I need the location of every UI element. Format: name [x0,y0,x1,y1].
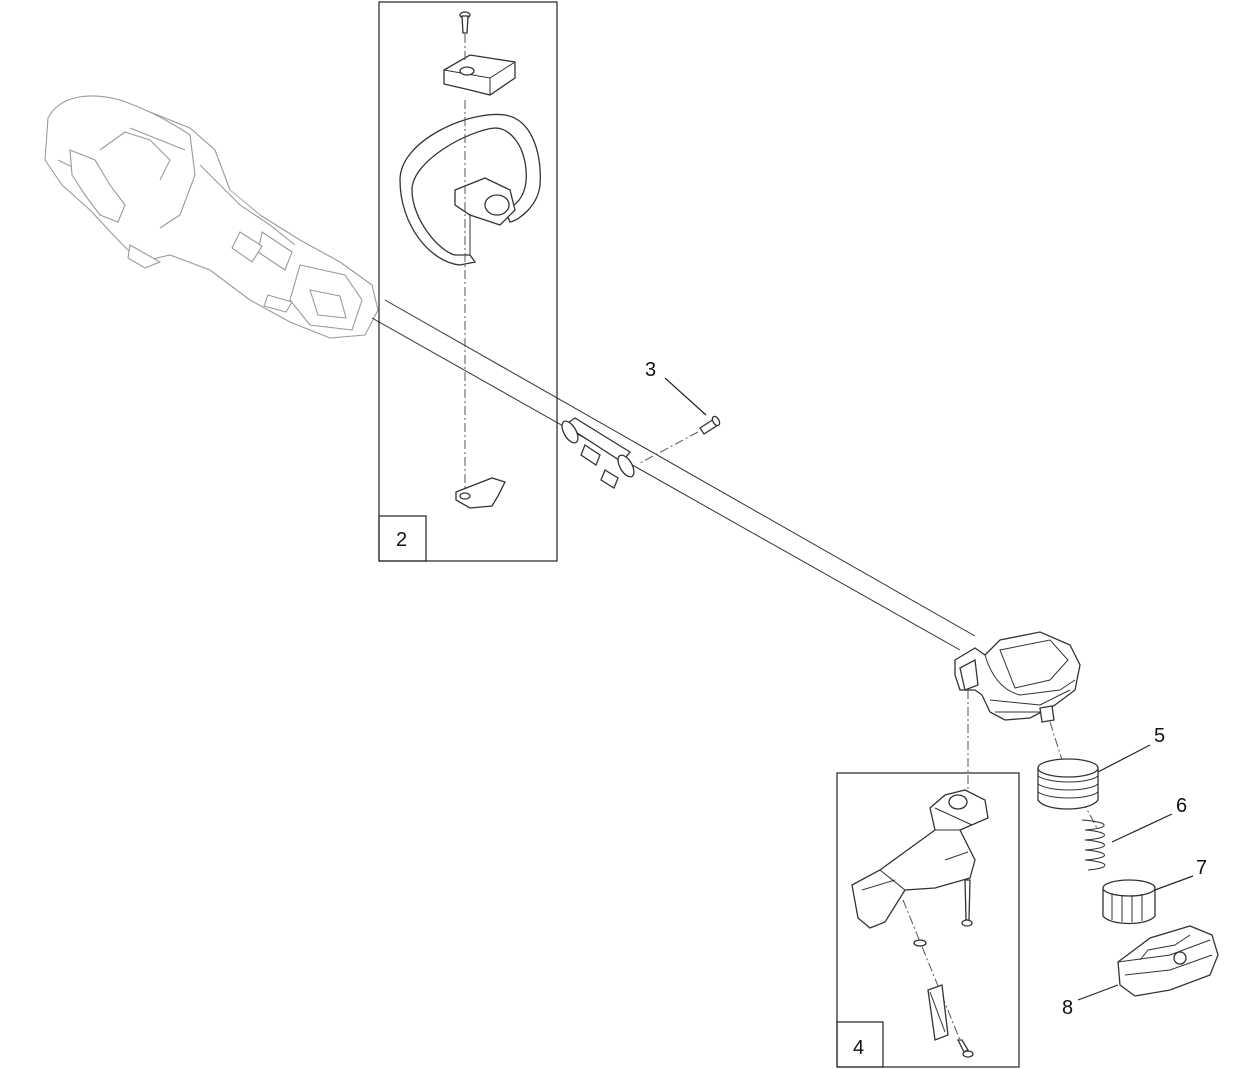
handle-clamp-top [443,54,516,96]
callout-6: 6 [1176,795,1187,817]
bump-knob-part-7 [1102,875,1194,925]
loop-handle [399,113,541,266]
axis-line-head [1049,721,1063,761]
callout-7: 7 [1196,857,1207,879]
callout-2: 2 [396,529,407,551]
line-cutter-blade [927,984,949,1041]
shaft-tube [371,299,976,651]
handle-screw [459,11,471,34]
axis-line-blade [902,899,961,1041]
detail-box-4 [836,772,1020,1068]
callout-8: 8 [1062,997,1073,1019]
grass-guard [851,789,989,929]
trimmer-head-housing [954,631,1081,723]
spring-part-6 [1081,813,1173,871]
spool-part-5 [1037,744,1151,810]
callout-3: 3 [645,359,656,381]
detail-box-2 [378,1,558,562]
guard-screw [961,879,973,927]
blade-screw [956,1039,974,1058]
handle-clamp-bottom [455,477,506,509]
guard-washer [913,939,927,947]
callout-5: 5 [1154,725,1165,747]
screw-part-3 [639,377,721,464]
motor-housing [44,95,379,339]
callout-4: 4 [853,1037,864,1059]
shaft-coupler [561,417,635,489]
cover-part-8 [1077,925,1219,1001]
